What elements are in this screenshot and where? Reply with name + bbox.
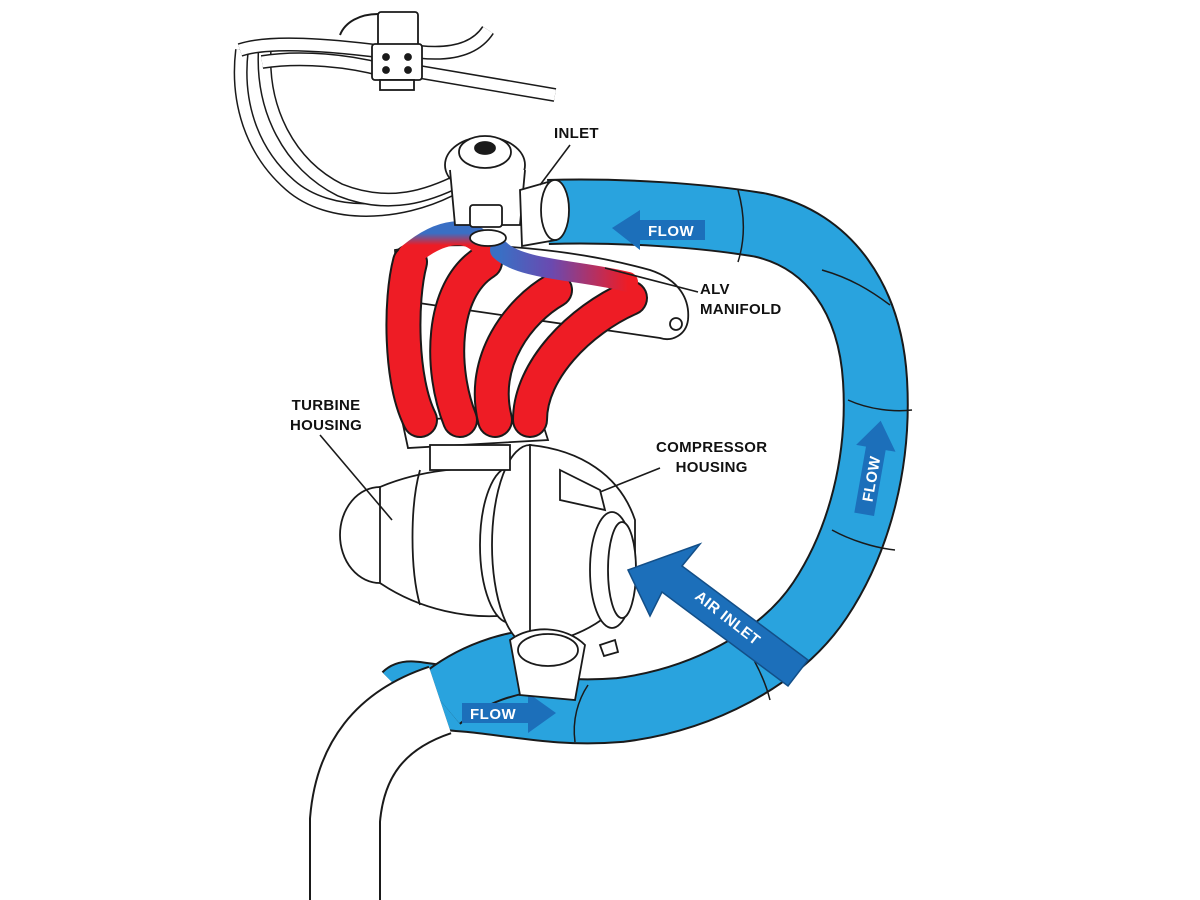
alv-valve — [444, 135, 570, 248]
alv-manifold-label-line1: ALV — [700, 281, 730, 298]
compressor-housing — [491, 444, 637, 646]
flow-arrow-bottom: FLOW — [462, 693, 556, 733]
alv-manifold-label-line2: MANIFOLD — [700, 301, 782, 318]
compressor-outlet — [509, 628, 620, 701]
flow-arrow-top: FLOW — [612, 210, 705, 250]
flow-label-bottom: FLOW — [470, 706, 516, 723]
solenoid-valve — [371, 11, 423, 91]
compressor-housing-label-line2: HOUSING — [675, 459, 748, 476]
leader-lines — [319, 144, 699, 521]
alv-manifold-label: ALV MANIFOLD — [700, 280, 782, 320]
turbine-flange — [400, 414, 550, 471]
compressor-housing-label: COMPRESSOR HOUSING — [656, 438, 767, 478]
intake-pipe — [309, 665, 453, 900]
compressor-housing-label-line1: COMPRESSOR — [656, 439, 768, 456]
flow-label-top: FLOW — [648, 223, 694, 240]
inlet-label: INLET — [554, 125, 599, 142]
exhaust-manifold — [385, 221, 648, 438]
turbine-housing-label-line1: TURBINE — [291, 397, 361, 414]
turbine-housing-label-line2: HOUSING — [290, 417, 363, 434]
turbine-housing-label: TURBINE HOUSING — [290, 396, 362, 436]
vacuum-hoses — [233, 13, 557, 217]
